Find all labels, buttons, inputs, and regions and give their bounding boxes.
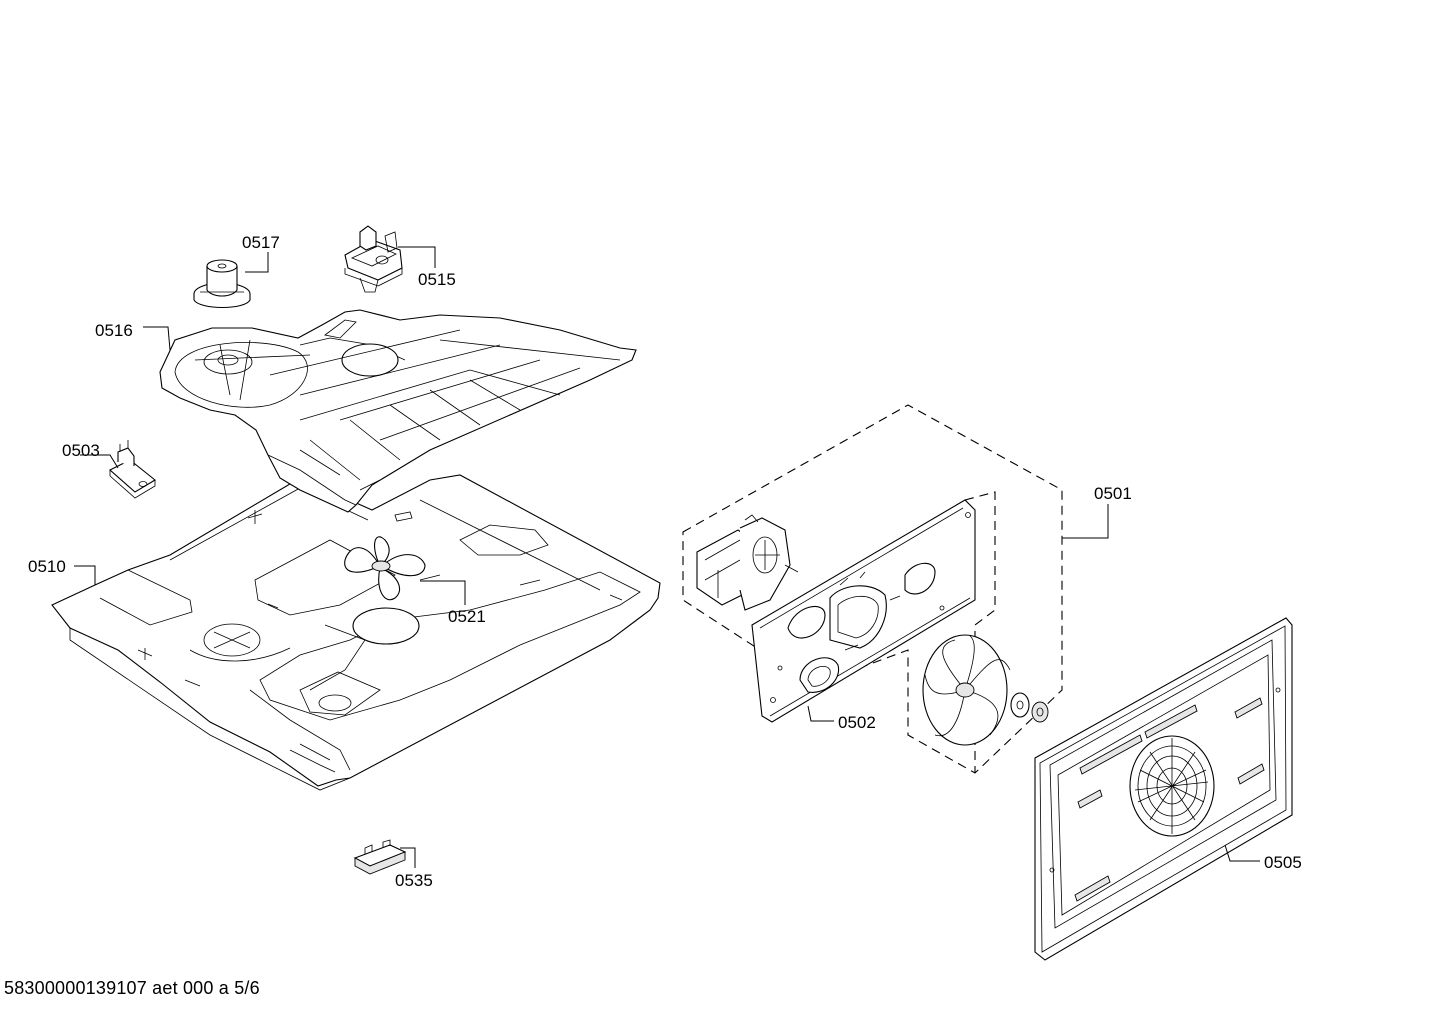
oven-rear-wall-0505	[1034, 617, 1293, 961]
cooling-fan-motor	[193, 259, 251, 308]
assembly-0501-outline	[682, 404, 1063, 774]
leader-lines	[74, 246, 1260, 868]
drawing-code: 58300000139107 aet 000 a 5/6	[4, 978, 260, 998]
label-0501: 0501	[1094, 484, 1132, 503]
label-0517: 0517	[242, 233, 280, 252]
label-0505: 0505	[1264, 853, 1302, 872]
convection-fan-motor	[696, 514, 799, 611]
thermostat-0503	[109, 440, 156, 499]
label-0521: 0521	[448, 607, 486, 626]
fan-assembly-outline	[964, 491, 996, 773]
connector-0535	[353, 839, 407, 875]
label-0510: 0510	[28, 557, 66, 576]
fan-blade-0521	[344, 536, 426, 601]
cooling-motor-small	[344, 225, 403, 293]
part-labels: 0517 0515 0516 0503 0510 0521 0501 0502 …	[28, 233, 1302, 890]
label-0502: 0502	[838, 713, 876, 732]
label-0503: 0503	[62, 441, 100, 460]
convection-fan-wheel	[922, 634, 1049, 746]
base-plate	[51, 474, 661, 791]
label-0516: 0516	[95, 321, 133, 340]
fan-duct-cover	[159, 309, 637, 513]
label-0535: 0535	[395, 871, 433, 890]
label-0515: 0515	[418, 270, 456, 289]
